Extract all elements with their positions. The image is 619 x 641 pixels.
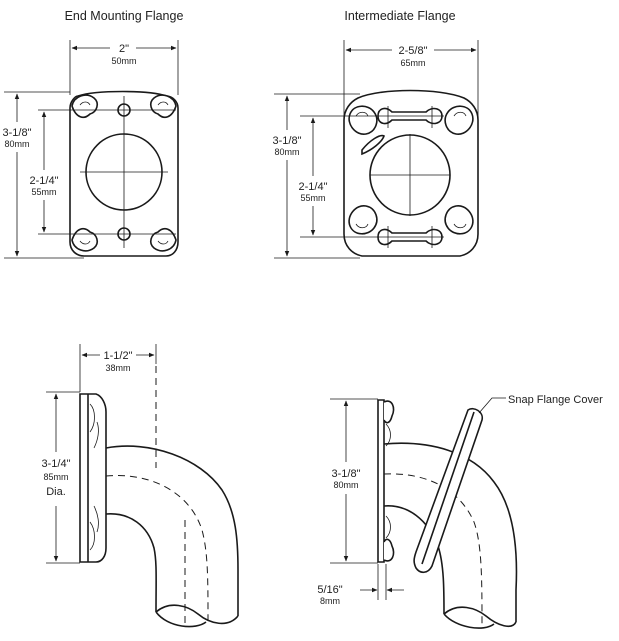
side-dia-in: 3-1/4" (42, 458, 71, 470)
side-dia-label: Dia. (46, 486, 66, 498)
side-depth-mm: 38mm (105, 363, 130, 373)
intermediate-inner-in: 2-1/4" (299, 181, 328, 193)
end-inner-mm: 55mm (31, 187, 56, 197)
snap-flange-side-view (377, 399, 518, 629)
end-width-mm: 50mm (111, 56, 136, 66)
side-dia-mm: 85mm (43, 472, 68, 482)
intermediate-height-mm: 80mm (274, 147, 299, 157)
intermediate-inner-mm: 55mm (300, 193, 325, 203)
snap-height-in: 3-1/8" (332, 468, 361, 480)
intermediate-width-in: 2-5/8" (399, 45, 428, 57)
end-height-mm: 80mm (4, 139, 29, 149)
snap-flange-cover-callout: Snap Flange Cover (508, 394, 603, 406)
end-height-in: 3-1/8" (3, 127, 32, 139)
intermediate-width-mm: 65mm (400, 58, 425, 68)
snap-height-mm: 80mm (333, 480, 358, 490)
end-inner-in: 2-1/4" (30, 175, 59, 187)
end-width-in: 2" (119, 43, 129, 55)
side-depth-in: 1-1/2" (104, 350, 133, 362)
end-flange-side-view (79, 366, 239, 628)
end-flange-front-view (38, 90, 179, 257)
snap-gap-in: 5/16" (317, 584, 342, 596)
intermediate-flange-front-view (300, 89, 479, 257)
snap-gap-mm: 8mm (320, 596, 340, 606)
intermediate-flange-title: Intermediate Flange (344, 9, 455, 23)
intermediate-height-in: 3-1/8" (273, 135, 302, 147)
end-flange-title: End Mounting Flange (65, 9, 184, 23)
